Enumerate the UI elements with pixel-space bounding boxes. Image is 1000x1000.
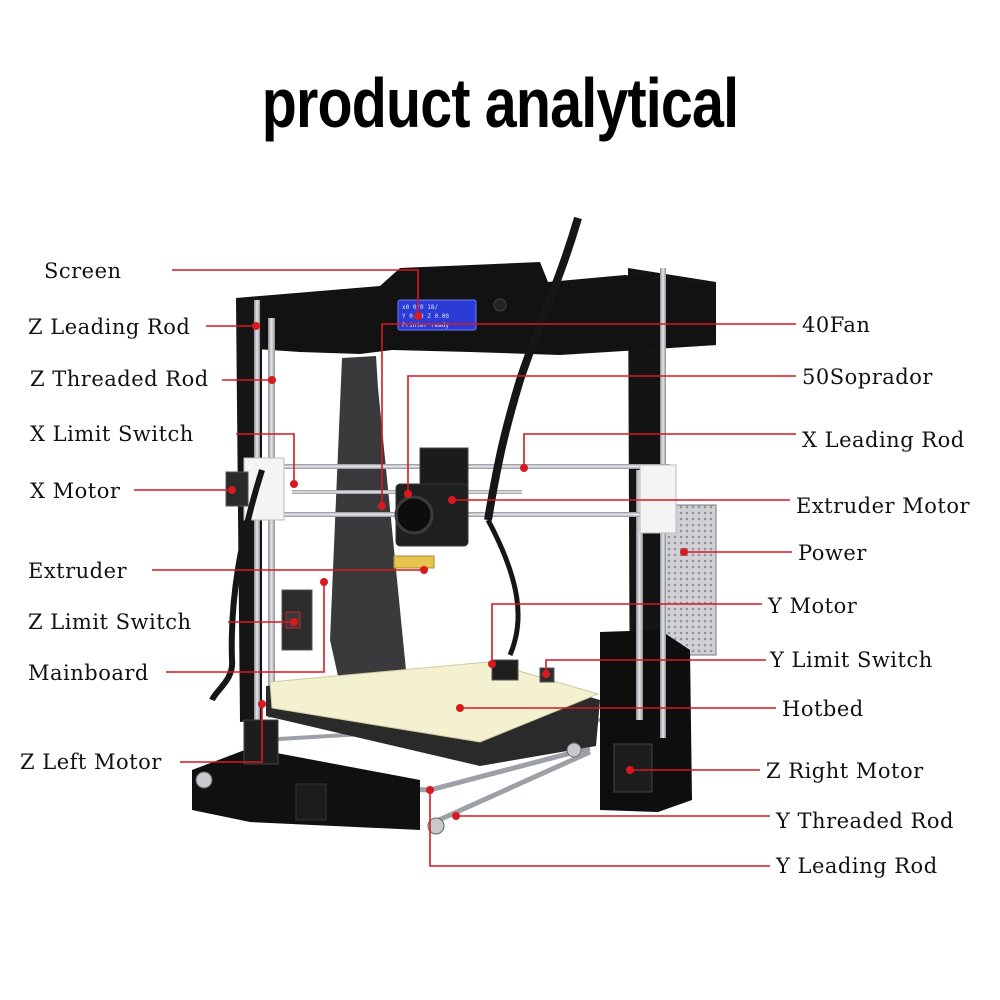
- fan-40: [394, 495, 434, 535]
- dot-z-limit-switch: [290, 618, 298, 626]
- dot-power: [680, 548, 688, 556]
- dot-x-limit-switch: [290, 480, 298, 488]
- label-extruder-motor: Extruder Motor: [796, 494, 970, 518]
- cable-bundle-left: [209, 469, 265, 702]
- label-z-leading-rod: Z Leading Rod: [28, 315, 190, 339]
- y-motor: [491, 659, 519, 681]
- dot-z-left-motor: [258, 700, 266, 708]
- cable-wrap: [484, 216, 582, 521]
- leader-y-limit-switch: [545, 659, 766, 674]
- dot-50soprador: [404, 490, 412, 498]
- dot-mainboard: [320, 578, 328, 586]
- label-y-threaded-rod: Y Threaded Rod: [775, 809, 954, 833]
- label-40fan: 40Fan: [802, 313, 870, 337]
- label-z-left-motor: Z Left Motor: [20, 750, 162, 774]
- z-threaded-rod-right: [636, 470, 643, 720]
- rod-nut-front: [427, 817, 445, 835]
- cable-bundle-right: [485, 518, 521, 656]
- leader-lines: [134, 269, 796, 867]
- leader-screen: [172, 269, 419, 316]
- leader-40fan: [381, 323, 796, 506]
- dot-40fan: [378, 502, 386, 510]
- x-motor: [225, 471, 249, 507]
- label-mainboard: Mainboard: [28, 661, 149, 685]
- x-end-right: [639, 464, 677, 534]
- dot-hotbed: [456, 704, 464, 712]
- label-y-leading-rod: Y Leading Rod: [775, 854, 938, 878]
- control-knob: [493, 298, 507, 312]
- lcd-line-3: Printer ready: [402, 322, 449, 329]
- leader-x-leading-rod: [523, 433, 796, 468]
- label-50soprador: 50Soprador: [802, 365, 933, 389]
- dot-y-leading-rod: [426, 786, 434, 794]
- label-extruder: Extruder: [28, 559, 128, 583]
- leader-x-limit-switch: [236, 433, 295, 484]
- label-hotbed: Hotbed: [782, 697, 864, 721]
- dot-z-right-motor: [626, 766, 634, 774]
- label-power: Power: [798, 541, 867, 565]
- leader-z-left-motor: [180, 704, 263, 763]
- label-x-leading-rod: X Leading Rod: [802, 428, 965, 452]
- label-z-threaded-rod: Z Threaded Rod: [30, 367, 209, 391]
- dot-z-threaded-rod: [268, 376, 276, 384]
- label-z-limit-switch: Z Limit Switch: [28, 610, 191, 634]
- printer-illustration: x0 0/0 18/ Y 0.00 Z 0.00 Printer ready: [192, 216, 717, 835]
- label-y-motor: Y Motor: [767, 594, 858, 618]
- dot-z-leading-rod: [252, 322, 260, 330]
- labels-left: Screen Z Leading Rod Z Threaded Rod X Li…: [20, 259, 209, 774]
- dot-y-limit-switch: [542, 670, 550, 678]
- leader-y-leading-rod: [429, 790, 770, 867]
- lcd-line-2: Y 0.00 Z 0.00: [402, 313, 449, 320]
- front-plate-window: [295, 783, 327, 821]
- y-threaded-rod: [428, 749, 592, 827]
- center-frame-plate: [330, 356, 410, 712]
- dot-y-motor: [488, 660, 496, 668]
- label-screen: Screen: [44, 259, 122, 283]
- dot-extruder-motor: [448, 496, 456, 504]
- label-x-motor: X Motor: [30, 479, 121, 503]
- dot-screen: [414, 312, 422, 320]
- leader-50soprador: [407, 375, 796, 494]
- dot-x-motor: [228, 486, 236, 494]
- dot-x-leading-rod: [520, 464, 528, 472]
- x-rod-upper: [270, 464, 670, 469]
- rod-nut-left: [195, 771, 213, 789]
- leader-y-motor: [491, 603, 762, 664]
- z-left-motor: [243, 719, 279, 765]
- page-title: product analytical: [261, 64, 739, 142]
- hotbed-surface: [269, 661, 600, 743]
- label-z-right-motor: Z Right Motor: [766, 759, 924, 783]
- lcd-line-1: x0 0/0 18/: [402, 304, 439, 311]
- label-y-limit-switch: Y Limit Switch: [769, 648, 933, 672]
- dot-y-threaded-rod: [452, 812, 460, 820]
- leader-mainboard: [166, 582, 325, 673]
- hot-end-wires: [393, 555, 435, 569]
- x-rod-lower: [270, 512, 670, 517]
- dot-extruder: [420, 566, 428, 574]
- labels-right: 40Fan 50Soprador X Leading Rod Extruder …: [766, 313, 970, 878]
- label-x-limit-switch: X Limit Switch: [30, 422, 194, 446]
- rod-nut-right: [566, 742, 582, 758]
